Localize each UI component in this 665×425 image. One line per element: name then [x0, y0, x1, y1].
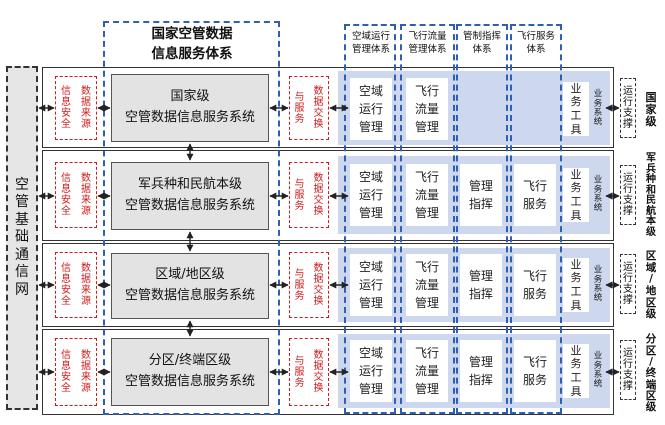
comm-network-bar: 空 管 基 础 通 信 网: [6, 66, 38, 410]
core-system-terminal: 分区/终端区级 空管数据信息服务系统: [111, 338, 269, 406]
cell-airspace-ops: 空域运行管理: [350, 164, 392, 226]
service-label: 与服务: [294, 355, 305, 389]
level-label-terminal: 分区/终端区级: [645, 333, 657, 414]
service-column-outline: [510, 24, 562, 414]
ops-support-box: 运行支撑: [620, 165, 636, 225]
network-char: 信: [15, 264, 29, 281]
security-source-box: 信息安全 数据来源: [55, 76, 97, 140]
service-label: 与服务: [294, 91, 305, 125]
level-label-national: 国家级: [645, 90, 657, 129]
network-char: 基: [15, 211, 29, 228]
title-line-1: 国家空管数据: [151, 26, 233, 42]
cell-airspace-ops: 空域运行管理: [350, 340, 392, 402]
core-system-label: 空管数据信息服务系统: [124, 288, 255, 303]
level-label-military: 军兵种和民航本级: [646, 153, 656, 238]
core-level-label: 分区/终端区级: [148, 353, 232, 369]
col-header-line: 管理体系: [351, 43, 390, 55]
cell-airspace-ops: 空域运行管理: [350, 78, 392, 140]
core-group-outline: [103, 21, 280, 415]
ops-support-box: 运行支撑: [620, 78, 636, 138]
core-level-label: 国家级: [170, 89, 210, 105]
network-char: 网: [15, 281, 29, 298]
business-system: 业务系统: [593, 89, 603, 128]
business-system: 业务系统: [593, 175, 603, 214]
business-tool: 业务工具: [563, 258, 589, 312]
core-system-label: 空管数据信息服务系统: [124, 198, 255, 213]
core-system-regional: 区域/地区级 空管数据信息服务系统: [111, 253, 269, 319]
cell-flow-mgmt: 飞行流量管理: [406, 164, 448, 226]
cell-flight-service: 飞行服务: [514, 340, 556, 402]
core-system-national: 国家级 空管数据信息服务系统: [111, 74, 269, 142]
col-header-service: 飞行服务 体系: [510, 31, 562, 57]
cell-flight-service: 飞行服务: [514, 164, 556, 226]
business-tool: 业务工具: [563, 82, 589, 136]
security-source-box: 信息安全 数据来源: [55, 252, 97, 318]
business-tool: 业务工具: [563, 344, 589, 398]
data-source-label: 数据来源: [81, 86, 91, 130]
service-label: 与服务: [294, 178, 305, 212]
cell-control-command: 管理指挥: [460, 340, 502, 402]
cell-flow-mgmt: 飞行流量管理: [406, 78, 448, 140]
exchange-service-box: 与服务 数据交换: [289, 338, 329, 406]
exchange-service-box: 与服务 数据交换: [289, 252, 329, 318]
security-source-box: 信息安全 数据来源: [55, 338, 97, 406]
business-tool: 业务工具: [563, 168, 589, 222]
title-line-2: 信息服务体系: [151, 46, 233, 63]
core-level-label: 区域/地区级: [155, 267, 225, 283]
info-security-label: 信息安全: [61, 173, 71, 217]
cell-control-command: 管理指挥: [460, 164, 502, 226]
data-exchange-label: 数据交换: [313, 263, 324, 307]
flow-column-outline: [400, 24, 455, 414]
info-security-label: 信息安全: [61, 350, 71, 394]
data-source-label: 数据来源: [81, 173, 91, 217]
col-header-line: 飞行流量: [408, 31, 447, 42]
ops-support-box: 运行支撑: [620, 254, 636, 314]
security-source-box: 信息安全 数据来源: [55, 162, 97, 228]
core-level-label: 军兵种和民航本级: [137, 177, 242, 193]
control-column-outline: [456, 24, 508, 414]
cell-flow-mgmt: 飞行流量管理: [406, 340, 448, 402]
col-header-line: 管制指挥: [462, 31, 501, 42]
airspace-column-outline: [344, 24, 396, 414]
col-header-line: 空域运行: [351, 31, 390, 42]
cell-flow-mgmt: 飞行流量管理: [406, 254, 448, 316]
data-source-label: 数据来源: [81, 263, 91, 307]
col-header-flow: 飞行流量 管理体系: [400, 31, 455, 57]
info-security-label: 信息安全: [61, 86, 71, 130]
network-char: 通: [15, 246, 29, 263]
cell-control-command: 管理指挥: [460, 254, 502, 316]
cell-airspace-ops: 空域运行管理: [350, 254, 392, 316]
ops-support-box: 运行支撑: [620, 340, 636, 400]
core-system-label: 空管数据信息服务系统: [124, 110, 255, 125]
col-header-line: 管理体系: [408, 43, 447, 55]
business-system: 业务系统: [593, 265, 603, 304]
level-label-regional: 区域/地区级: [645, 250, 657, 321]
col-header-control: 管制指挥 体系: [456, 31, 508, 57]
network-char: 空: [15, 176, 29, 193]
network-char: 础: [15, 229, 29, 246]
data-source-label: 数据来源: [81, 350, 91, 394]
col-header-line: 飞行服务: [516, 31, 555, 42]
data-exchange-label: 数据交换: [313, 350, 324, 394]
exchange-service-box: 与服务 数据交换: [289, 162, 329, 228]
data-exchange-label: 数据交换: [313, 173, 324, 217]
cell-flight-service: 飞行服务: [514, 254, 556, 316]
core-system-label: 空管数据信息服务系统: [124, 374, 255, 389]
diagram-title: 国家空管数据 信息服务体系: [104, 24, 280, 65]
col-header-airspace: 空域运行 管理体系: [345, 31, 397, 57]
core-system-military: 军兵种和民航本级 空管数据信息服务系统: [111, 162, 269, 230]
col-header-line: 体系: [472, 43, 492, 55]
business-system: 业务系统: [593, 351, 603, 390]
data-exchange-label: 数据交换: [313, 86, 324, 130]
service-label: 与服务: [294, 268, 305, 302]
network-char: 管: [15, 194, 29, 211]
col-header-line: 体系: [526, 43, 546, 55]
info-security-label: 信息安全: [61, 263, 71, 307]
exchange-service-box: 与服务 数据交换: [289, 76, 329, 140]
